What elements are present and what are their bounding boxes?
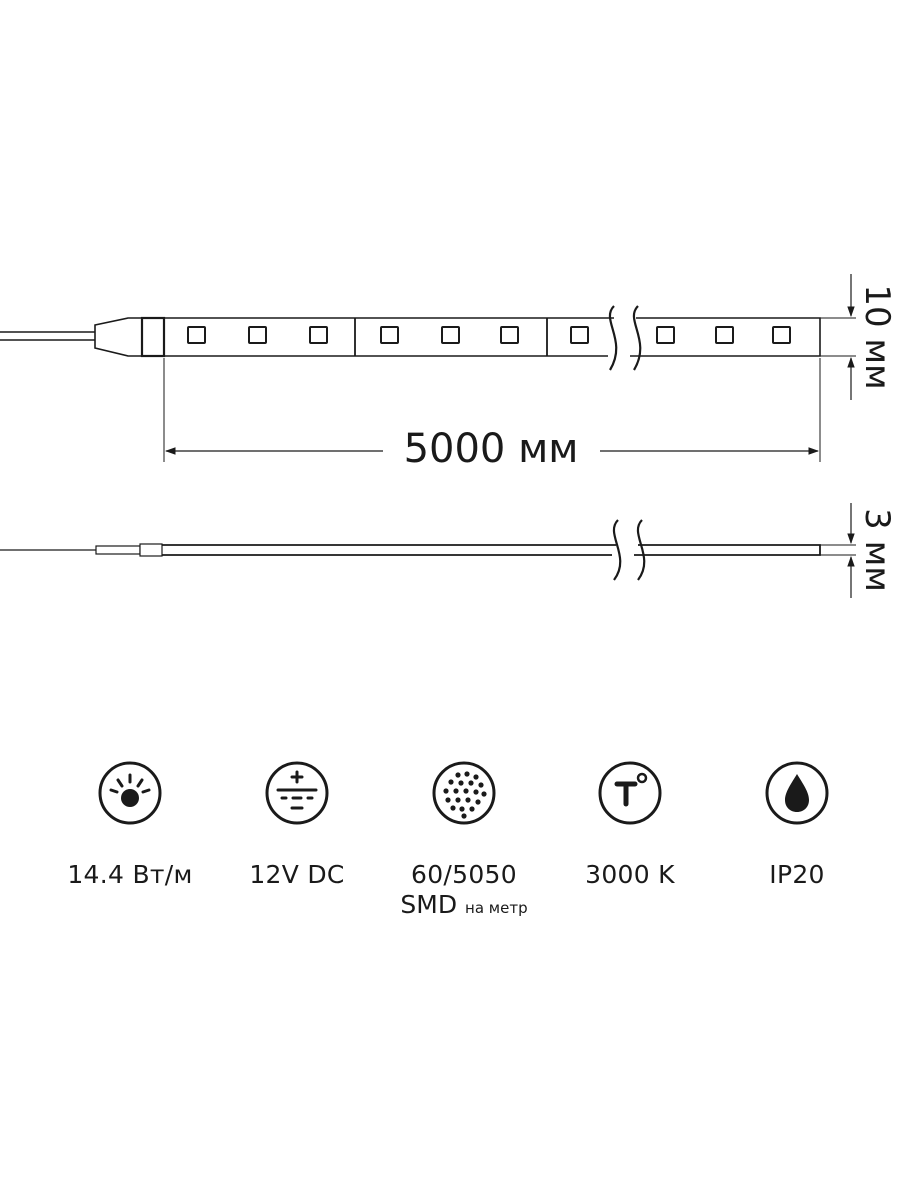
- led-count-value: 60/5050: [411, 860, 517, 889]
- temperature-value: 3000 K: [585, 860, 675, 889]
- spec-temperature: 3000 K: [550, 760, 710, 890]
- water-drop-icon: [765, 761, 829, 825]
- led-chip: [570, 326, 589, 344]
- led-chip: [500, 326, 519, 344]
- width-dimension: [820, 274, 856, 400]
- led-chip: [441, 326, 460, 344]
- led-chip: [187, 326, 206, 344]
- side-end-cap: [139, 543, 163, 557]
- power-value: 14.4 Вт/м: [67, 860, 193, 889]
- led-chip: [715, 326, 734, 344]
- spec-leds: 60/5050 SMD на метр: [384, 760, 544, 923]
- width-label: 10 мм: [857, 284, 897, 389]
- led-chip: [309, 326, 328, 344]
- end-cap: [140, 316, 166, 358]
- break-mark: [632, 305, 642, 371]
- spec-power: 14.4 Вт/м: [50, 760, 210, 890]
- led-chip: [248, 326, 267, 344]
- led-chips: [187, 326, 791, 344]
- led-type-main: SMD: [400, 890, 458, 919]
- led-chip: [380, 326, 399, 344]
- connector-cap: [94, 317, 143, 357]
- led-chip: [656, 326, 675, 344]
- side-connector: [95, 545, 141, 555]
- break-mark: [608, 305, 618, 371]
- led-chip: [772, 326, 791, 344]
- break-mark: [612, 519, 622, 581]
- strip-top-view: [0, 305, 821, 371]
- power-brightness-icon: [98, 761, 162, 825]
- thickness-label: 3 мм: [857, 508, 897, 592]
- led-type-value: SMD на метр: [384, 890, 544, 923]
- strip-side-view: [0, 519, 821, 581]
- spec-voltage: 12V DC: [217, 760, 377, 890]
- led-dots-icon: [432, 761, 496, 825]
- spec-protection: IP20: [717, 760, 877, 890]
- break-mark: [636, 519, 646, 581]
- power-wires: [0, 331, 95, 341]
- color-temperature-icon: [598, 761, 662, 825]
- length-label: 5000 мм: [404, 426, 579, 472]
- length-dimension: [163, 358, 821, 462]
- led-type-unit: на метр: [465, 899, 528, 917]
- thickness-dimension: [820, 503, 856, 598]
- voltage-value: 12V DC: [249, 860, 345, 889]
- led-strip-dimension-drawing: 5000 мм 10 мм 3 мм: [0, 274, 897, 598]
- protection-value: IP20: [769, 860, 825, 889]
- dc-voltage-icon: [265, 761, 329, 825]
